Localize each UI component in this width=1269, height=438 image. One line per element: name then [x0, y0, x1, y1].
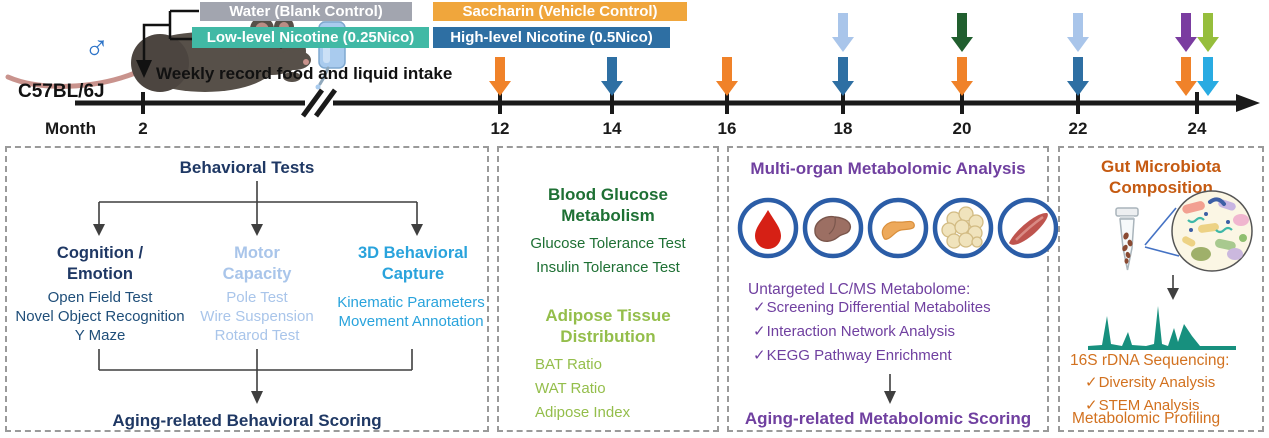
month-tick-label: 24 [1187, 119, 1207, 138]
bacteria-circle-icon [1171, 190, 1253, 272]
adipose-icon [932, 197, 994, 259]
event-arrow-icon [1175, 57, 1197, 96]
month-tick-label: 12 [490, 119, 510, 138]
month-tick-label: 16 [717, 119, 737, 138]
column-heading-cognition: Cognition / Emotion [56, 244, 144, 283]
check-icon: ✓ [753, 347, 766, 364]
list-item: WAT Ratio [535, 380, 606, 397]
group-low-nicotine: Low-level Nicotine (0.25Nico) [192, 27, 429, 48]
sample-graphics [1088, 190, 1253, 350]
event-arrow-icon [832, 57, 854, 96]
panel-microbiota: Gut Microbiota Composition [1058, 146, 1264, 432]
panel-footer: Aging-related Metabolomic Scoring [744, 409, 1032, 428]
list-item: ✓KEGG Pathway Enrichment [753, 347, 952, 364]
list-item: Insulin Tolerance Test [536, 259, 680, 276]
event-arrow-icon [1067, 13, 1089, 52]
panel-title: Behavioral Tests [179, 158, 315, 177]
column-heading-motor: Motor Capacity [222, 244, 292, 283]
month-tick-label: 20 [952, 119, 972, 138]
section-title-adipose: Adipose Tissue Distribution [545, 306, 671, 346]
event-arrow-icon [951, 13, 973, 52]
panel-footer: Aging-related Behavioral Scoring [112, 411, 382, 430]
event-arrow-icon [716, 57, 738, 96]
list-item: Glucose Tolerance Test [530, 235, 686, 252]
column-items-3d-capture: Kinematic Parameters Movement Annotation [335, 293, 487, 331]
panel-glucose-adipose: Blood Glucose Metabolism Glucose Toleran… [497, 146, 719, 432]
event-arrow-icon [489, 57, 511, 96]
list-item: ✓Diversity Analysis [1085, 374, 1216, 391]
male-symbol: ♂ [84, 28, 110, 66]
glucose-items: Glucose Tolerance Test Insulin Tolerance… [499, 232, 717, 280]
panel-title: Multi-organ Metabolomic Analysis [750, 159, 1026, 178]
liver-icon [802, 197, 864, 259]
event-arrow-icon [1067, 57, 1089, 96]
panel-metabolomic: Multi-organ Metabolomic Analysis [727, 146, 1059, 432]
event-arrow-icon [832, 13, 854, 52]
event-arrow-icon [951, 57, 973, 96]
panel-footer: Metabolomic Profiling [1072, 410, 1221, 427]
axis-break-icon [313, 88, 338, 118]
column-heading-3d-capture: 3D Behavioral Capture [357, 244, 469, 283]
list-item: ✓STEM Analysis [1085, 397, 1200, 414]
month-tick-label: 22 [1068, 119, 1088, 138]
list-item: Adipose Index [535, 404, 631, 421]
pancreas-icon [867, 197, 929, 259]
adipose-items: BAT Ratio WAT Ratio Adipose Index [535, 353, 705, 425]
list-item: Y Maze [74, 327, 126, 344]
panel-behavioral-tests: Behavioral Tests Cognition / Emotion Ope… [5, 146, 489, 432]
list-item: Wire Suspension [200, 308, 314, 325]
list-item: Open Field Test [47, 289, 153, 306]
down-arrow-icon [1167, 275, 1179, 300]
section-title-glucose: Blood Glucose Metabolism [548, 185, 668, 225]
chromatogram-icon [1088, 306, 1236, 350]
list-item: Kinematic Parameters [337, 294, 485, 311]
panel-title: Gut Microbiota Composition [1101, 157, 1221, 197]
column-items-motor: Pole Test Wire Suspension Rotarod Test [182, 288, 332, 345]
axis-label: Month [45, 119, 96, 138]
month-tick-label: 14 [602, 119, 622, 138]
check-icon: ✓ [1085, 397, 1098, 414]
event-arrow-icon [601, 57, 623, 96]
group-water: Water (Blank Control) [200, 2, 412, 21]
fecal-tube-icon [1115, 207, 1139, 271]
event-arrow-icon [1197, 13, 1219, 52]
timeline-axis [75, 88, 1260, 118]
list-item: Movement Annotation [338, 313, 484, 330]
list-item: ✓Screening Differential Metabolites [753, 299, 991, 316]
weekly-note: Weekly record food and liquid intake [156, 64, 453, 83]
group-bracket [142, 9, 199, 62]
column-items-cognition: Open Field Test Novel Object Recognition… [7, 288, 193, 345]
sequencing-items: ✓Diversity Analysis ✓STEM Analysis [1085, 371, 1260, 417]
note-arrowhead-icon [136, 60, 152, 78]
list-item: BAT Ratio [535, 356, 602, 373]
event-arrow-icon [1197, 57, 1219, 96]
group-saccharin: Saccharin (Vehicle Control) [433, 2, 687, 21]
metabolome-subtitle: Untargeted LC/MS Metabolome: [748, 281, 971, 298]
check-icon: ✓ [1085, 374, 1098, 391]
event-arrow-icon [1175, 13, 1197, 52]
metabolome-items: ✓Screening Differential Metabolites ✓Int… [753, 296, 1043, 368]
month-tick-label: 18 [833, 119, 853, 138]
list-item: ✓Interaction Network Analysis [753, 323, 955, 340]
check-icon: ✓ [753, 323, 766, 340]
list-item: Novel Object Recognition [15, 308, 185, 325]
axis-break-icon [300, 88, 325, 118]
group-high-nicotine: High-level Nicotine (0.5Nico) [433, 27, 670, 48]
list-item: Pole Test [226, 289, 288, 306]
down-arrow-icon [884, 374, 896, 404]
flow-connectors [93, 181, 423, 404]
list-item: Rotarod Test [214, 327, 300, 344]
blood-icon [737, 197, 799, 259]
timeline [75, 9, 1260, 118]
strain-label: C57BL/6J [18, 81, 105, 102]
month-tick-label: 2 [138, 119, 148, 138]
muscle-icon [997, 197, 1059, 259]
sequencing-subtitle: 16S rDNA Sequencing: [1070, 352, 1230, 369]
timeline-event-arrows [489, 13, 1219, 96]
check-icon: ✓ [753, 299, 766, 316]
